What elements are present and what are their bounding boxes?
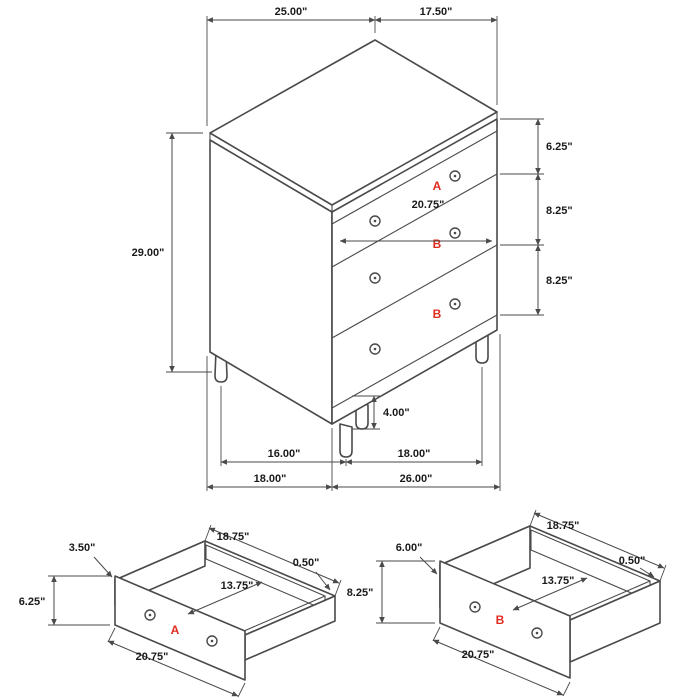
drawer-a-detail: A 3.50" 18.75" 6.25" 0.50" 13.75" 20.75": [19, 524, 342, 698]
dim-a-wall-thickness-value: 0.50": [293, 557, 320, 569]
dim-b-inner-width: 18.75": [529, 509, 667, 582]
dim-leg-span-depth-value: 16.00": [268, 448, 301, 460]
dim-height-value: 29.00": [132, 247, 165, 259]
dim-b-inner-depth-value: 13.75": [542, 575, 575, 587]
dim-b-wall-thickness-value: 0.50": [619, 555, 646, 567]
dim-b-inner-depth: 13.75": [512, 575, 588, 611]
leader-line: [93, 556, 113, 578]
drawer-divider-3: [331, 314, 498, 409]
dim-opening-width: 20.75": [339, 199, 493, 244]
knob-center: [373, 219, 377, 223]
dim-middle-drawer-value: 8.25": [546, 205, 573, 217]
dim-a-front-height: 6.25": [19, 575, 110, 626]
leader-line: [419, 556, 438, 575]
dim-a-inner-depth: 13.75": [187, 580, 263, 615]
dimension-line: [533, 512, 665, 569]
dim-top-width: 25.00": [206, 6, 376, 126]
dim-top-depth-value: 17.50": [420, 6, 453, 18]
dim-bottom-drawer-value: 8.25": [546, 275, 573, 287]
top-slab-edges: [209, 111, 498, 213]
dim-top-depth: 17.50": [374, 6, 498, 105]
dim-b-inner-width-value: 18.75": [547, 520, 580, 532]
dim-a-side-height-value: 3.50": [69, 542, 96, 554]
dim-b-wall-thickness: 0.50": [619, 555, 655, 578]
knob-center: [453, 231, 457, 235]
dimension-line: [432, 639, 564, 696]
drawer-divider-1: [331, 173, 498, 268]
dimension-line: [187, 581, 263, 615]
dim-overall-height: 29.00": [132, 132, 212, 373]
drawer-divider-2: [331, 244, 498, 339]
drawer-top-edge: [331, 130, 498, 225]
extension-line: [107, 627, 246, 698]
dimension-line: [512, 577, 588, 611]
dim-b-front-width-value: 20.75": [462, 649, 495, 661]
drawer-b-detail: B 6.00" 18.75" 8.25" 0.50" 13.75" 20.75": [347, 509, 667, 697]
extension-line: [376, 560, 435, 624]
knob-center: [373, 276, 377, 280]
knob-center: [535, 631, 539, 635]
knob-center: [473, 605, 477, 609]
dim-b-front-height: 8.25": [347, 560, 435, 624]
dim-b-side-height-value: 6.00": [396, 542, 423, 554]
dim-b-front-width: 20.75": [432, 626, 571, 697]
dim-b-front-height-value: 8.25": [347, 587, 374, 599]
leader-line: [639, 567, 655, 578]
dim-a-front-width: 20.75": [107, 627, 246, 698]
dim-drawer-heights: 6.25" 8.25" 8.25": [500, 118, 573, 316]
extension-line: [500, 118, 544, 316]
extension-line: [529, 509, 667, 582]
dim-a-inner-depth-value: 13.75": [221, 580, 254, 592]
drawer-a-letter: A: [171, 623, 180, 637]
middle-drawer-letter: B: [433, 237, 442, 251]
knob-center: [453, 174, 457, 178]
dimension-line: [107, 640, 239, 697]
chest-knobs: [369, 170, 461, 355]
chest-legs: [214, 330, 489, 458]
dim-opening-width-value: 20.75": [412, 199, 445, 211]
dim-base-overall: 18.00" 26.00": [206, 334, 501, 491]
extension-line: [432, 626, 571, 697]
dim-a-wall-thickness: 0.50": [293, 557, 331, 591]
knob-center: [210, 639, 214, 643]
knob-center: [148, 613, 152, 617]
drawer-b-letter: B: [496, 613, 505, 627]
extension-line: [48, 575, 110, 626]
dim-leg-height: 4.00": [352, 395, 410, 430]
dim-a-inner-width-value: 18.75": [217, 531, 250, 543]
dim-a-side-height: 3.50": [69, 542, 113, 578]
extension-line: [206, 334, 501, 491]
top-drawer-letter: A: [433, 179, 442, 193]
extension-line: [204, 524, 342, 597]
dim-b-side-height: 6.00": [396, 542, 438, 575]
dim-leg-spans: 16.00" 18.00": [220, 367, 483, 466]
bottom-drawer-letter: B: [433, 307, 442, 321]
dim-a-front-width-value: 20.75": [136, 651, 169, 663]
knob-center: [373, 347, 377, 351]
knob-center: [453, 302, 457, 306]
dim-top-width-value: 25.00": [275, 6, 308, 18]
chest-leg-front: [339, 423, 353, 458]
dim-base-width-value: 26.00": [400, 473, 433, 485]
chest-isometric: A B B 25.00" 17.50" 29.00" 6.25" 8.25" 8…: [132, 6, 573, 491]
dim-base-depth-value: 18.00": [254, 473, 287, 485]
leader-line: [315, 571, 331, 591]
dim-leg-span-width-value: 18.00": [398, 448, 431, 460]
dim-top-drawer-value: 6.25": [546, 141, 573, 153]
dim-leg-height-value: 4.00": [383, 407, 410, 419]
dim-a-front-height-value: 6.25": [19, 596, 46, 608]
